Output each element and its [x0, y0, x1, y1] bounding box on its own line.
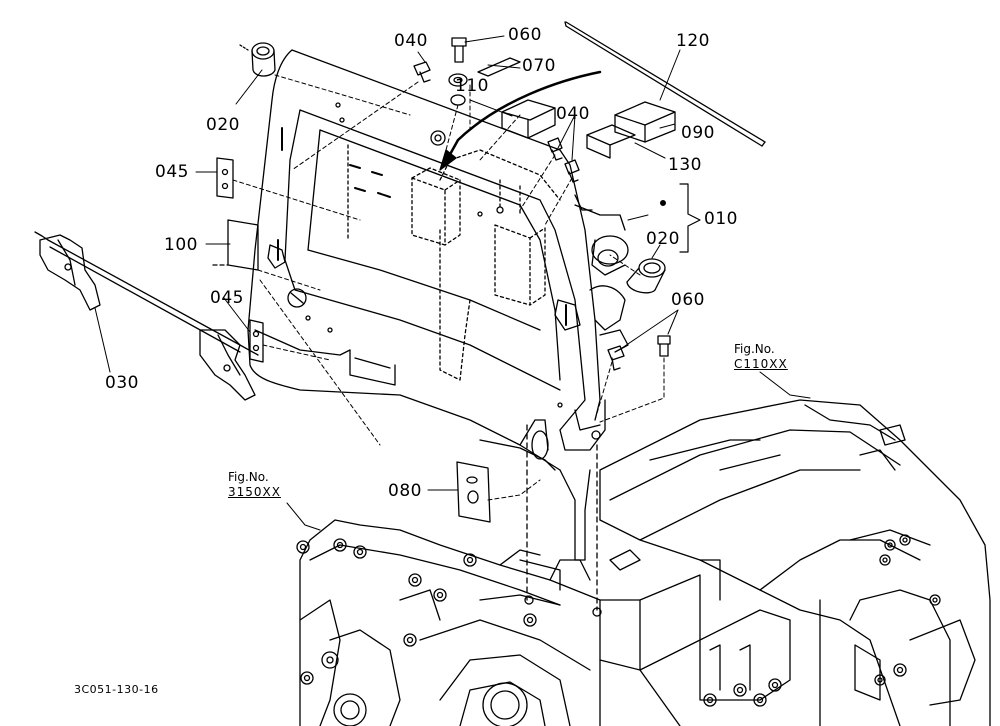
assembly-lines [232, 74, 665, 501]
bolt-040-top [413, 61, 431, 83]
strip-070 [477, 57, 521, 77]
callout-120: 120 [676, 31, 710, 51]
callout-020-right: 020 [646, 229, 680, 249]
bolt-060-top [451, 37, 467, 63]
bracket-tube [574, 194, 629, 276]
support-panel [247, 49, 629, 617]
bolt-040-right-a [547, 137, 563, 161]
callout-045-lower: 045 [210, 288, 244, 308]
sealing-strip-120 [564, 21, 766, 147]
callout-060-top: 060 [508, 25, 542, 45]
bolt-040-right-b [564, 159, 580, 183]
bolt-060-right-a [607, 345, 625, 371]
leader-lines [94, 35, 681, 491]
callout-130: 130 [668, 155, 702, 175]
fig-ref-right-leader [759, 371, 811, 399]
plate-080 [456, 461, 491, 523]
callout-045-upper: 045 [155, 162, 189, 182]
plate-045-lower [249, 319, 264, 363]
group-bracket-010 [679, 183, 701, 253]
callout-080: 080 [388, 481, 422, 501]
callout-030: 030 [105, 373, 139, 393]
bracket-090 [614, 101, 676, 143]
document-id: 3C051-130-16 [74, 683, 159, 696]
plate-045-upper [216, 157, 234, 199]
callout-060-right: 060 [671, 290, 705, 310]
callout-110: 110 [455, 76, 489, 96]
callout-090: 090 [681, 123, 715, 143]
callout-020-top: 020 [206, 115, 240, 135]
callout-100: 100 [164, 235, 198, 255]
fig-ref-right: Fig.No. C110XX [734, 342, 788, 372]
insertion-arrow [439, 70, 602, 171]
bracket-110 [501, 99, 556, 139]
sleeve-right [626, 258, 666, 294]
fig-ref-left-prefix: Fig.No. [228, 470, 269, 484]
fig-ref-right-number: C110XX [734, 357, 788, 371]
fig-ref-left-leader [286, 502, 321, 531]
callout-070: 070 [522, 56, 556, 76]
bolt-060-right-b [657, 335, 671, 357]
label-plate-100 [212, 219, 259, 271]
fig-ref-right-prefix: Fig.No. [734, 342, 775, 356]
fig-ref-left: Fig.No. 3150XX [228, 470, 281, 500]
bracket-130 [586, 124, 636, 159]
callout-040-top: 040 [394, 31, 428, 51]
sleeve-top-left [239, 42, 276, 77]
callout-010: 010 [704, 209, 738, 229]
callout-040-right: 040 [556, 104, 590, 124]
fig-ref-left-number: 3150XX [228, 485, 281, 499]
transmission-case-left [296, 519, 601, 726]
rod-030 [34, 231, 259, 401]
transmission-case-right [599, 399, 991, 726]
